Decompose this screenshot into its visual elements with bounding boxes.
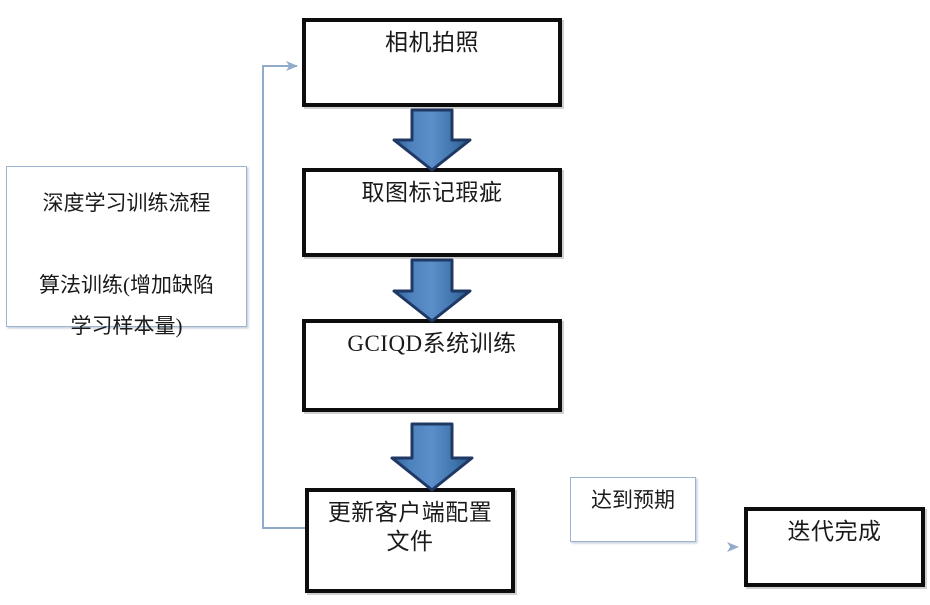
block-arrow-down-shape-1 [392,108,472,172]
process-box-update-config[interactable]: 更新客户端配置 文件 [305,488,515,593]
note-box-training-process[interactable]: 深度学习训练流程 算法训练(增加缺陷 学习样本量) [6,166,247,338]
process-box-camera-capture-label: 相机拍照 [385,30,479,55]
connector-feedback-loop-path [262,61,305,529]
process-box-iteration-done[interactable]: 迭代完成 [744,507,925,587]
block-arrow-down-shape-3 [390,422,474,492]
process-box-mark-defects[interactable]: 取图标记瑕疵 [302,168,562,257]
block-arrow-down-icon-3[interactable] [390,422,474,492]
block-arrow-down-icon-1[interactable] [392,108,472,172]
note-box-expected-label[interactable]: 达到预期 [570,477,696,542]
process-box-gciqd-training[interactable]: GCIQD系统训练 [302,319,562,412]
process-box-iteration-done-label: 迭代完成 [787,519,882,544]
block-arrow-down-shape-2 [392,258,472,323]
process-box-gciqd-training-label: GCIQD系统训练 [347,331,517,356]
process-box-camera-capture[interactable]: 相机拍照 [302,18,562,107]
block-arrow-down-icon-2[interactable] [392,258,472,323]
process-box-update-config-label: 更新客户端配置 文件 [327,500,493,555]
note-box-training-process-label: 深度学习训练流程 算法训练(增加缺陷 学习样本量) [39,191,214,338]
process-box-mark-defects-label: 取图标记瑕疵 [361,180,503,205]
note-box-expected-label-text: 达到预期 [591,488,675,512]
connector-feedback-loop[interactable] [262,61,305,529]
